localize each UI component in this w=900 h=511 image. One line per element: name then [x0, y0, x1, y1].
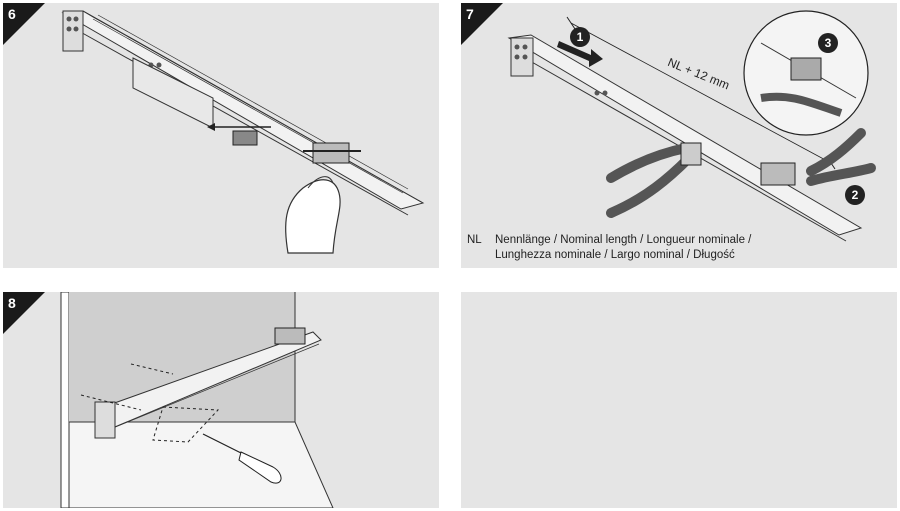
legend-abbreviation: NL	[467, 234, 482, 246]
step-7-illustration	[507, 10, 876, 242]
callout-3: 3	[818, 33, 838, 53]
step-6-panel: 6	[3, 3, 439, 268]
nominal-length-legend: NL Nennlänge / Nominal length / Longueur…	[467, 233, 887, 265]
empty-panel	[461, 292, 897, 508]
step-7-panel: 7 NL + 12 mm 1 2 3 NL Nenn	[461, 3, 897, 268]
legend-line-2: Lunghezza nominale / Largo nominal / Dłu…	[495, 249, 735, 261]
step-8-panel: 8	[3, 292, 439, 508]
step-7-tab: 7	[461, 3, 505, 47]
step-8-tab: 8	[3, 292, 47, 336]
step-6-tab: 6	[3, 3, 47, 47]
callout-1: 1	[570, 27, 590, 47]
callout-2: 2	[845, 185, 865, 205]
step-7-number: 7	[466, 6, 474, 22]
step-6-illustration	[61, 10, 425, 254]
step-6-number: 6	[8, 6, 16, 22]
step-8-illustration	[60, 292, 334, 508]
legend-line-1: Nennlänge / Nominal length / Longueur no…	[495, 234, 752, 246]
step-8-number: 8	[8, 295, 16, 311]
